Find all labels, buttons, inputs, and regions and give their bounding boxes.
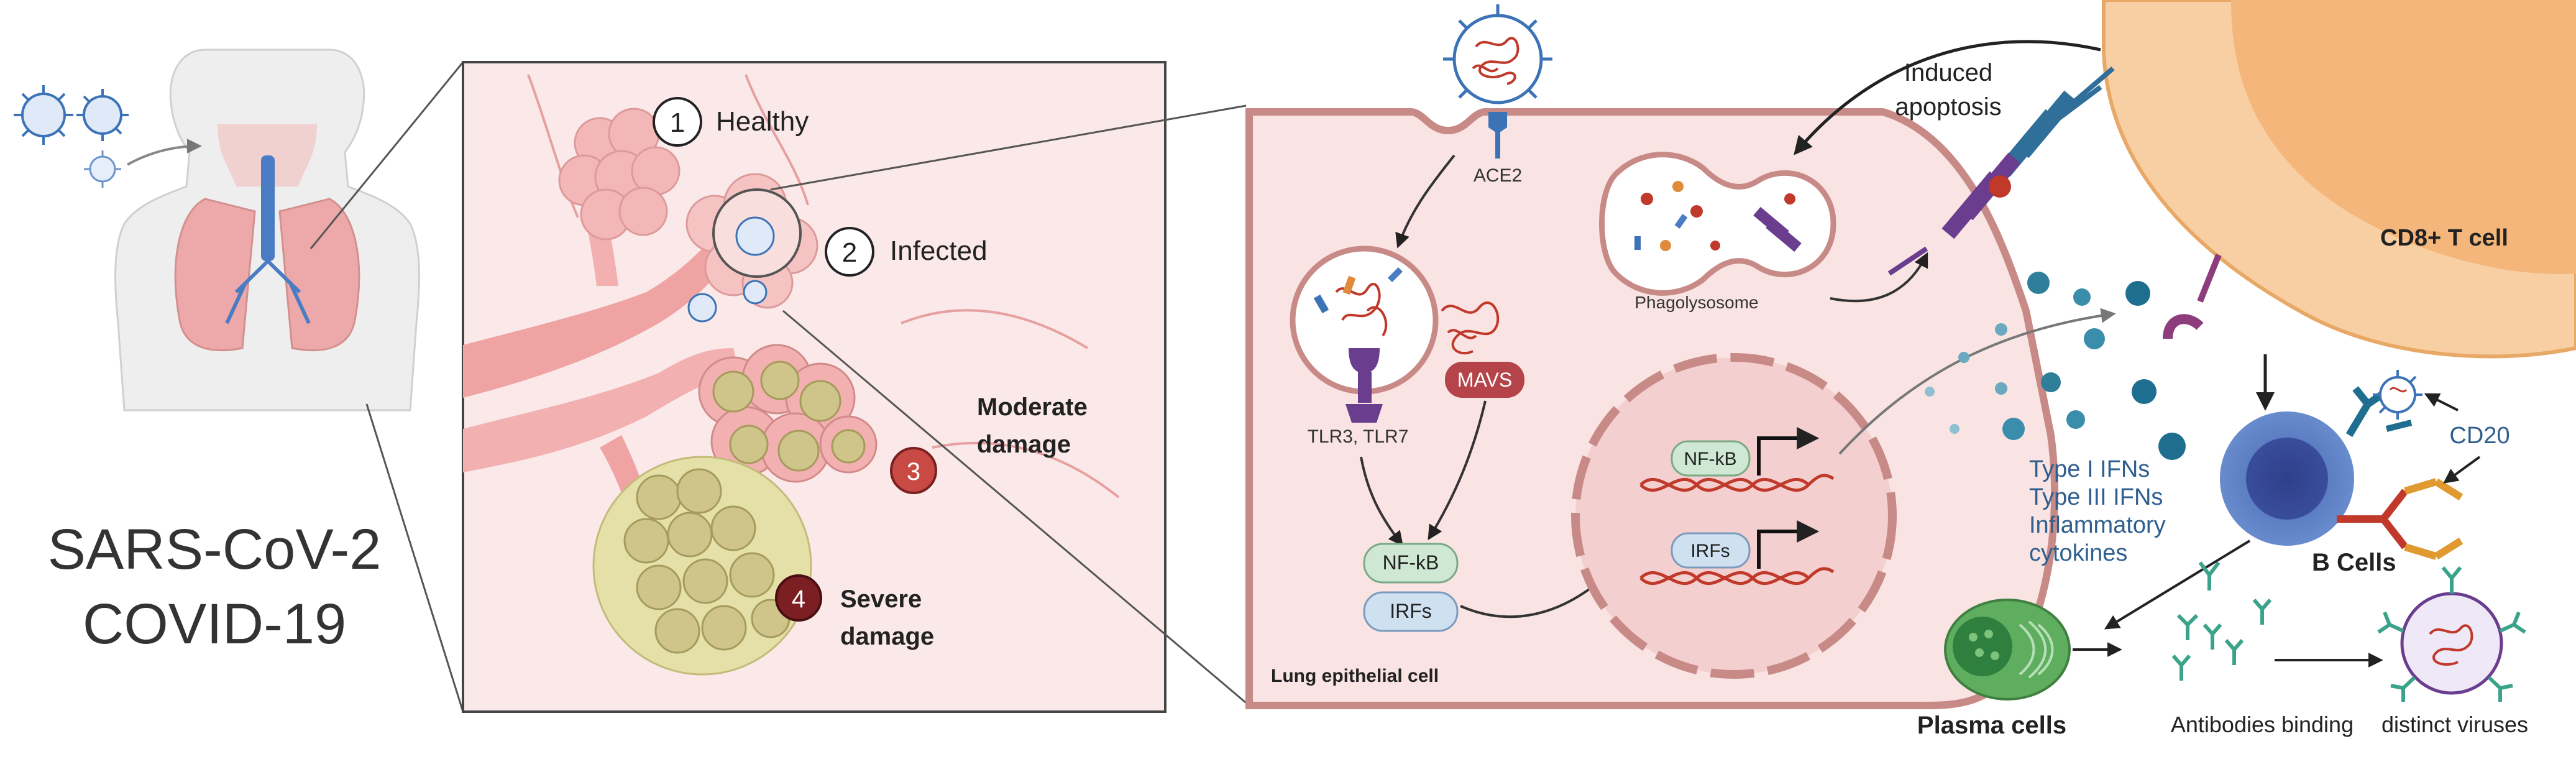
healthy-alveoli — [558, 108, 681, 241]
bcell-label: B Cells — [2312, 549, 2396, 576]
stage-1-number: 1 — [670, 108, 685, 138]
tcell-label: CD8+ T cell — [2380, 225, 2508, 251]
lung-panel: 1 Healthy 2 Infected 3 Moderate damage 4… — [462, 61, 1167, 713]
cd20-antibody-icon — [2337, 478, 2464, 560]
tcr-mhc-complex — [1887, 66, 2115, 276]
cd8-t-cell — [2102, 0, 2576, 359]
virus-icon — [14, 85, 73, 145]
cd20-arrow-2 — [2443, 456, 2481, 484]
virus-icon — [2373, 370, 2422, 420]
tlr-label: TLR3, TLR7 — [1308, 426, 1409, 447]
dna-strand — [1639, 567, 1835, 586]
zoom-line — [782, 310, 1250, 707]
stage-4-marker — [775, 574, 822, 622]
nucleus-nfkb-node — [1671, 440, 1751, 477]
neutralized-virus — [2377, 566, 2526, 702]
apoptosis-arrow — [1794, 40, 2101, 155]
apoptosis-label-line2: apoptosis — [1895, 93, 2001, 121]
irfs-label: IRFs — [1390, 600, 1432, 622]
infected-alveoli — [685, 173, 818, 323]
ifn-label-line4: cytokines — [2029, 540, 2127, 566]
nucleus-nfkb-label: NF-kB — [1684, 449, 1737, 469]
cell-label: Lung epithelial cell — [1271, 666, 1439, 686]
mavs-label: MAVS — [1457, 369, 1512, 391]
apoptosis-label-line1: Induced — [1904, 59, 1992, 86]
cytokine-particles — [1925, 272, 2186, 460]
nfkb-label: NF-kB — [1383, 551, 1439, 574]
stage-1-label: Healthy — [716, 106, 809, 137]
phagolysosome-arrow — [1830, 252, 1928, 303]
title-covid-19: COVID-19 — [83, 592, 346, 656]
title-sars-cov-2: SARS-CoV-2 — [48, 518, 382, 581]
mavs-rna-icon — [1441, 301, 1500, 355]
transcription-arrow — [1757, 427, 1820, 476]
tlr-to-nfkb-arrow — [1360, 456, 1403, 546]
dna-strand — [1639, 474, 1835, 492]
cytokine-receptor — [2163, 254, 2222, 339]
stage-4-number: 4 — [792, 586, 805, 613]
entry-arrow — [1395, 154, 1455, 249]
irfs-node — [1363, 591, 1459, 632]
nucleus-irfs-node — [1671, 532, 1751, 569]
stage-3-label-line2: damage — [977, 431, 1071, 458]
bcell-to-plasma-arrow — [2104, 540, 2251, 630]
stage-4-label-line1: Severe — [840, 586, 922, 613]
ifn-label-line3: Inflammatory — [2029, 512, 2166, 538]
nodes-to-nucleus-arrow — [1460, 576, 1606, 618]
human-figure — [114, 48, 420, 411]
stage-3-number: 3 — [907, 458, 920, 485]
b-cell — [2220, 411, 2354, 546]
stage-2-label: Infected — [890, 236, 988, 266]
phagolysosome — [1599, 152, 1836, 296]
plasma-label: Plasma cells — [1917, 712, 2066, 739]
ace2-label: ACE2 — [1474, 165, 1522, 186]
ifn-label-line1: Type I IFNs — [2029, 456, 2150, 482]
stage-1-marker — [653, 97, 702, 147]
inhalation-arrow — [127, 139, 202, 166]
zoom-line — [770, 104, 1247, 191]
virus-icon — [76, 89, 129, 141]
transcription-arrow — [1757, 520, 1820, 569]
antibodies-label: Antibodies binding — [2171, 712, 2354, 737]
severe-damage-alveoli — [592, 456, 812, 676]
plasma-cell — [1944, 599, 2071, 701]
ace2-receptor — [1488, 112, 1507, 159]
sars-cov-2-virion — [1443, 4, 1552, 104]
stage-2-number: 2 — [842, 237, 857, 268]
nucleus — [1571, 353, 1897, 679]
virus-icon — [84, 150, 121, 188]
zoom-line — [309, 62, 464, 249]
nucleus-irfs-label: IRFs — [1690, 541, 1730, 561]
antibodies-icon — [2171, 561, 2272, 681]
bcr-antibody-icon — [2345, 386, 2413, 438]
moderate-damage-alveoli — [698, 344, 878, 483]
stage-3-label-line1: Moderate — [977, 393, 1088, 421]
phagolysosome-label: Phagolysosome — [1634, 293, 1758, 312]
tlr-receptor — [1345, 348, 1383, 423]
stage-3-marker — [890, 447, 937, 494]
ifn-label-line2: Type III IFNs — [2029, 484, 2163, 510]
cd20-label: CD20 — [2449, 423, 2510, 449]
zoom-line — [365, 403, 464, 712]
mavs-to-nfkb-arrow — [1428, 400, 1487, 541]
mavs-box — [1445, 362, 1524, 398]
stage-4-label-line2: damage — [840, 623, 934, 650]
stage-2-marker — [825, 227, 874, 277]
cd20-arrow-1 — [2424, 393, 2459, 411]
nfkb-node — [1363, 543, 1459, 584]
viruses-label: distinct viruses — [2381, 712, 2528, 737]
